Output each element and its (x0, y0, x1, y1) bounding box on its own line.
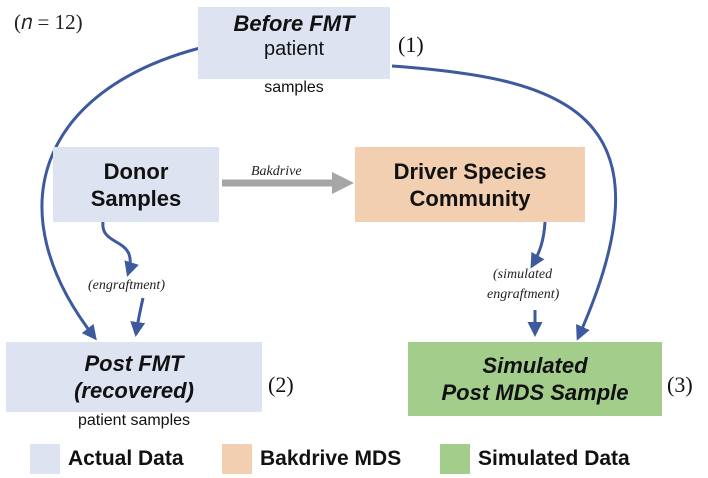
post-fmt-line3: patient samples (77, 412, 191, 429)
post-fmt-line2: (recovered) (74, 378, 194, 403)
node-driver-species: Driver Species Community (355, 147, 585, 222)
legend-label-mds: Bakdrive MDS (260, 447, 402, 470)
edge-label-simulated-engraftment-1: (simulated (493, 267, 553, 282)
simulated-number: (3) (667, 372, 693, 397)
legend-label-simulated: Simulated Data (478, 447, 630, 470)
arrow-donor-engraftment-bottom (130, 297, 146, 337)
before-fmt-title: Before FMT (233, 11, 355, 36)
simulated-line2: Post MDS Sample (441, 380, 629, 405)
before-fmt-line3: samples (264, 79, 324, 96)
sample-size-label: (𝑛 = 12) (14, 10, 83, 34)
node-donor-samples: Donor Samples (53, 147, 219, 222)
donor-line2: Samples (90, 185, 182, 211)
driver-line2: Community (409, 185, 531, 211)
before-fmt-line2: patient (263, 38, 325, 60)
simulated-line1: Simulated (482, 353, 588, 378)
arrow-donor-engraftment-top (101, 221, 139, 277)
legend-label-actual: Actual Data (68, 447, 184, 470)
arrow-before-to-simulated (391, 64, 618, 341)
node-post-fmt: Post FMT (recovered) (6, 342, 262, 412)
edge-label-bakdrive: Bakdrive (251, 164, 302, 179)
node-simulated-sample: Simulated Post MDS Sample (408, 342, 662, 416)
edge-label-engraftment: (engraftment) (88, 278, 165, 293)
arrow-bakdrive-head (332, 172, 354, 194)
arrow-driver-engraftment-top (530, 221, 547, 269)
legend-swatch-actual (30, 444, 60, 474)
legend-swatch-mds (222, 444, 252, 474)
arrow-before-to-post (40, 46, 201, 341)
driver-line1: Driver Species (393, 158, 547, 184)
node-before-fmt: Before FMT patient (198, 7, 390, 79)
legend-swatch-simulated (440, 444, 470, 474)
edge-label-simulated-engraftment-2: engraftment) (487, 287, 560, 302)
donor-line1: Donor (103, 158, 169, 184)
before-fmt-number: (1) (398, 32, 424, 57)
post-fmt-line1: Post FMT (84, 351, 184, 376)
post-fmt-number: (2) (268, 372, 294, 397)
